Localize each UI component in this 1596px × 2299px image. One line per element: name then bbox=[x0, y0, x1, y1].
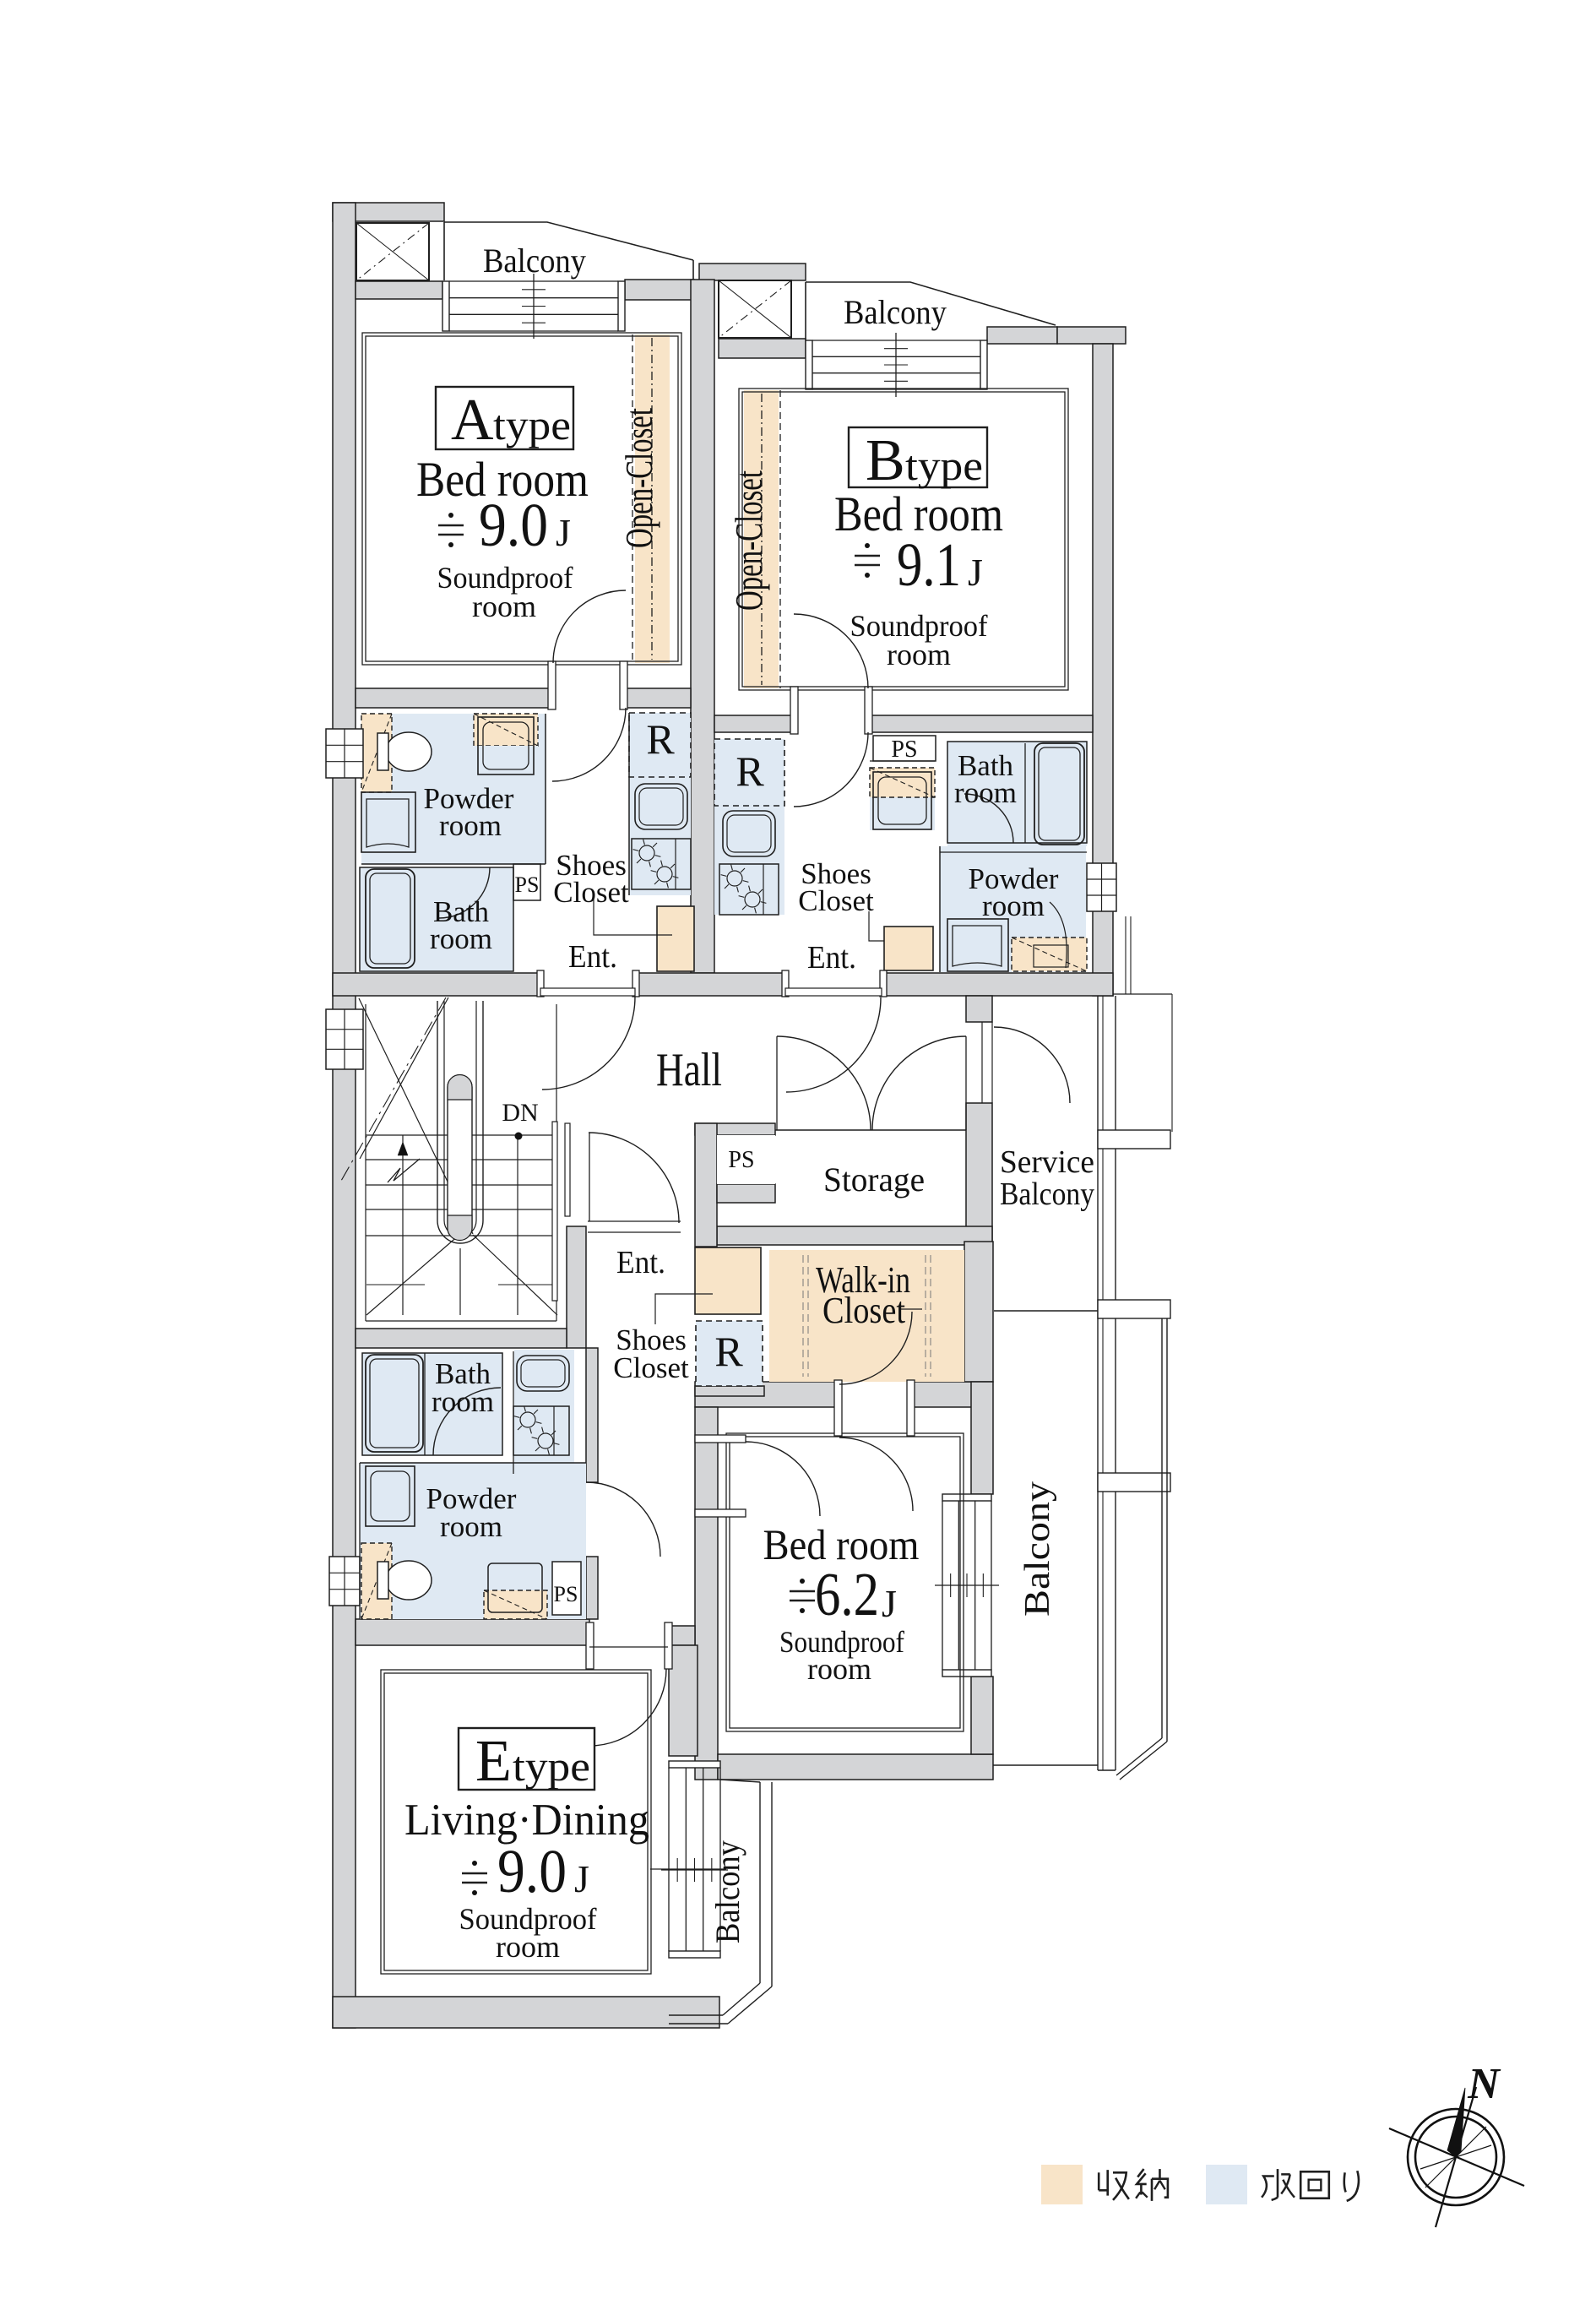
svg-text:J: J bbox=[574, 1857, 589, 1900]
svg-text:type: type bbox=[905, 442, 983, 489]
svg-text:Powder: Powder bbox=[969, 862, 1059, 895]
svg-text:R: R bbox=[736, 747, 764, 795]
svg-text:A: A bbox=[451, 388, 494, 453]
svg-text:room: room bbox=[440, 1510, 502, 1543]
svg-text:Ent.: Ent. bbox=[568, 939, 617, 975]
svg-text:Storage: Storage bbox=[823, 1160, 925, 1198]
svg-text:Powder: Powder bbox=[424, 782, 514, 815]
svg-text:Bed room: Bed room bbox=[763, 1522, 920, 1569]
svg-text:Balcony: Balcony bbox=[844, 293, 947, 331]
svg-text:9.0: 9.0 bbox=[497, 1837, 567, 1905]
svg-text:Bed room: Bed room bbox=[834, 486, 1003, 541]
svg-text:9.0: 9.0 bbox=[479, 491, 548, 559]
svg-text:Closet: Closet bbox=[822, 1290, 905, 1331]
svg-text:Bath: Bath bbox=[958, 749, 1014, 782]
svg-text:Open-Closet: Open-Closet bbox=[727, 470, 770, 611]
svg-text:Hall: Hall bbox=[656, 1044, 722, 1096]
svg-text:Soundproof: Soundproof bbox=[437, 561, 573, 595]
svg-text:Bath: Bath bbox=[433, 895, 490, 928]
svg-text:Service: Service bbox=[1000, 1144, 1094, 1180]
svg-text:Bed room: Bed room bbox=[416, 452, 589, 507]
svg-text:Soundproof: Soundproof bbox=[779, 1625, 904, 1659]
svg-text:Shoes: Shoes bbox=[556, 849, 627, 882]
svg-text:Shoes: Shoes bbox=[616, 1323, 687, 1356]
svg-text:Walk-in: Walk-in bbox=[816, 1259, 910, 1301]
svg-text:Closet: Closet bbox=[553, 876, 629, 909]
svg-text:Bath: Bath bbox=[435, 1357, 491, 1390]
svg-text:J: J bbox=[882, 1582, 897, 1625]
svg-text:J: J bbox=[556, 511, 571, 554]
svg-text:DN: DN bbox=[502, 1099, 538, 1127]
svg-text:room: room bbox=[807, 1652, 871, 1686]
svg-text:PS: PS bbox=[554, 1582, 578, 1606]
svg-text:Ent.: Ent. bbox=[807, 940, 856, 976]
svg-text:Soundproof: Soundproof bbox=[850, 609, 988, 643]
svg-text:Closet: Closet bbox=[798, 884, 874, 917]
svg-text:R: R bbox=[714, 1328, 743, 1375]
svg-text:Powder: Powder bbox=[426, 1482, 517, 1515]
svg-text:6.2: 6.2 bbox=[815, 1560, 879, 1628]
svg-text:type: type bbox=[513, 1742, 590, 1790]
svg-text:room: room bbox=[887, 638, 951, 671]
svg-text:Open-Closet: Open-Closet bbox=[617, 408, 660, 548]
svg-text:room: room bbox=[954, 776, 1017, 809]
svg-text:Shoes: Shoes bbox=[801, 857, 871, 890]
svg-text:Balcony: Balcony bbox=[1000, 1177, 1094, 1212]
svg-text:room: room bbox=[439, 809, 502, 842]
svg-text:Balcony: Balcony bbox=[483, 242, 586, 280]
svg-text:R: R bbox=[646, 715, 675, 763]
svg-text:9.1: 9.1 bbox=[897, 530, 961, 599]
svg-text:Living·Dining: Living·Dining bbox=[404, 1796, 649, 1845]
svg-text:E: E bbox=[475, 1729, 512, 1794]
svg-text:room: room bbox=[432, 1385, 494, 1418]
svg-text:Closet: Closet bbox=[613, 1351, 689, 1384]
svg-text:room: room bbox=[472, 590, 536, 623]
svg-text:PS: PS bbox=[891, 736, 917, 763]
svg-text:PS: PS bbox=[728, 1147, 754, 1173]
svg-text:Soundproof: Soundproof bbox=[459, 1902, 597, 1936]
svg-text:Balcony: Balcony bbox=[1018, 1481, 1057, 1617]
svg-text:room: room bbox=[430, 922, 492, 955]
svg-text:J: J bbox=[968, 551, 983, 594]
svg-text:type: type bbox=[493, 401, 571, 448]
svg-text:B: B bbox=[866, 428, 905, 493]
svg-text:room: room bbox=[982, 889, 1045, 922]
svg-text:Ent.: Ent. bbox=[616, 1245, 665, 1280]
svg-text:N: N bbox=[1467, 2060, 1501, 2108]
svg-text:room: room bbox=[496, 1930, 560, 1964]
svg-text:PS: PS bbox=[515, 872, 540, 897]
svg-text:Balcony: Balcony bbox=[708, 1840, 746, 1943]
